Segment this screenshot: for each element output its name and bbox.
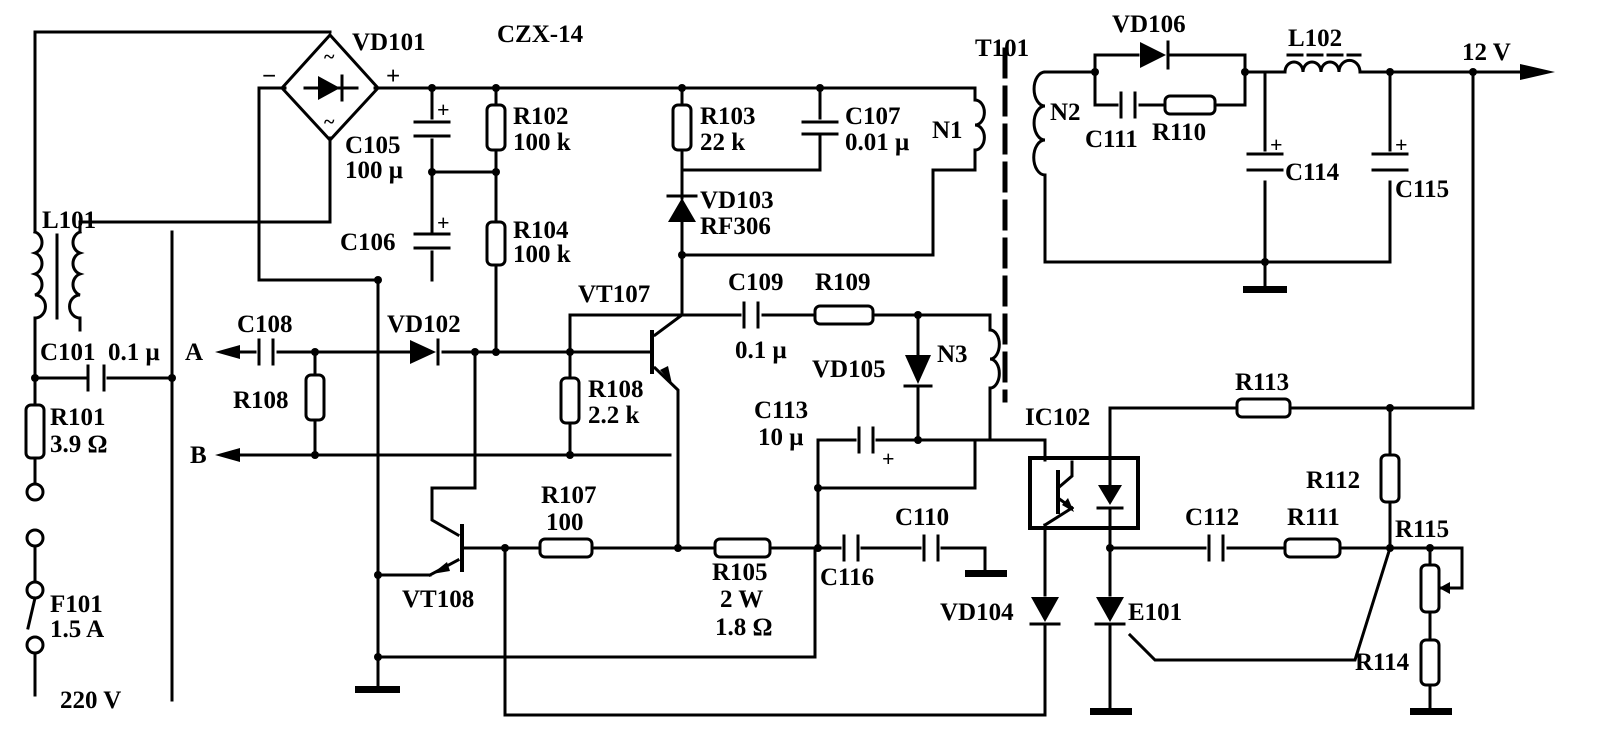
- choke-l101: [30, 230, 85, 320]
- label-c113-value: 10 μ: [758, 424, 803, 451]
- label-c113: C113: [754, 397, 808, 424]
- inductor-l102: [1283, 53, 1362, 74]
- diodes: [410, 40, 1170, 626]
- label-r103: R103: [700, 103, 756, 130]
- label-12v: 12 V: [1462, 39, 1511, 66]
- ground-symbols: [355, 286, 1452, 715]
- svg-text:+: +: [882, 446, 895, 471]
- fuse-terminals: [25, 482, 45, 655]
- label-r105-value2: 1.8 Ω: [715, 614, 773, 641]
- input-b-arrow: [215, 448, 240, 462]
- label-l101: L101: [42, 207, 96, 234]
- label-r104: R104: [513, 217, 569, 244]
- svg-text:+: +: [1270, 132, 1283, 157]
- capacitors: [86, 91, 1409, 562]
- label-c105-value: 100 μ: [345, 157, 403, 184]
- label-a: A: [185, 339, 203, 366]
- label-r108b: R108: [588, 376, 644, 403]
- label-r107: R107: [541, 482, 597, 509]
- label-c114: C114: [1285, 159, 1340, 186]
- label-vd101: VD101: [352, 29, 426, 56]
- label-vd105: VD105: [812, 356, 886, 383]
- label-r112: R112: [1306, 467, 1360, 494]
- label-r102-value: 100 k: [513, 129, 571, 156]
- bridge-rectifier-vd101: ~ ~: [279, 32, 381, 143]
- optocoupler-ic102: [1028, 456, 1140, 530]
- label-c101: C101: [40, 339, 96, 366]
- label-vt108: VT108: [402, 586, 474, 613]
- label-vd103-value: RF306: [700, 213, 771, 240]
- label-r105: R105: [712, 559, 768, 586]
- label-r102: R102: [513, 103, 569, 130]
- label-bridge-plus: +: [386, 63, 400, 90]
- fuse-f101: [26, 596, 37, 630]
- transformer-t101: [973, 47, 1047, 403]
- label-c109-value: 0.1 μ: [735, 337, 787, 364]
- transistor-vt107: [638, 330, 672, 384]
- label-r101-value: 3.9 Ω: [50, 431, 108, 458]
- label-r111: R111: [1287, 504, 1340, 531]
- input-a-arrow: [215, 345, 240, 359]
- label-c105: C105: [345, 132, 401, 159]
- svg-text:~: ~: [324, 46, 335, 68]
- label-l102: L102: [1288, 25, 1342, 52]
- label-t101: T101: [975, 35, 1029, 62]
- label-f101-value: 1.5 A: [50, 616, 104, 643]
- label-b: B: [190, 442, 207, 469]
- label-r105-value: 2 W: [720, 586, 763, 613]
- label-r113: R113: [1235, 369, 1289, 396]
- label-c101-value: 0.1 μ: [108, 339, 160, 366]
- label-c111: C111: [1085, 126, 1138, 153]
- label-r115: R115: [1395, 516, 1449, 543]
- label-e101: E101: [1128, 599, 1182, 626]
- label-r107-value: 100: [546, 509, 584, 536]
- label-r110: R110: [1152, 119, 1206, 146]
- label-c108: C108: [237, 311, 293, 338]
- label-r108b-value: 2.2 k: [588, 402, 640, 429]
- label-c116: C116: [820, 564, 874, 591]
- label-vd106: VD106: [1112, 11, 1186, 38]
- label-ic102: IC102: [1025, 404, 1090, 431]
- title: CZX-14: [497, 21, 584, 48]
- label-r109: R109: [815, 269, 871, 296]
- label-c109: C109: [728, 269, 784, 296]
- label-n1: N1: [932, 117, 963, 144]
- label-vd103: VD103: [700, 187, 774, 214]
- label-vd104: VD104: [940, 599, 1014, 626]
- component-labels: CZX-14 VD101 − + C105 100 μ C106 R102 10…: [40, 11, 1511, 714]
- label-c115: C115: [1395, 176, 1449, 203]
- label-r114: R114: [1355, 649, 1410, 676]
- resistors: [24, 94, 1450, 687]
- label-220v: 220 V: [60, 687, 121, 714]
- label-c112: C112: [1185, 504, 1239, 531]
- output-arrow: [1520, 64, 1555, 80]
- label-c106: C106: [340, 229, 396, 256]
- svg-text:+: +: [1395, 132, 1408, 157]
- label-r103-value: 22 k: [700, 129, 745, 156]
- cap-plus-marks: + + + + +: [437, 97, 1408, 471]
- label-c107-value: 0.01 μ: [845, 129, 909, 156]
- label-r108a: R108: [233, 387, 289, 414]
- label-bridge-minus: −: [262, 63, 276, 90]
- label-vd102: VD102: [387, 311, 461, 338]
- transistor-vt108: [432, 524, 474, 574]
- label-c107: C107: [845, 103, 901, 130]
- label-f101: F101: [50, 591, 103, 618]
- junction-dots: [31, 68, 1477, 661]
- svg-text:+: +: [437, 97, 450, 122]
- svg-text:~: ~: [324, 111, 335, 133]
- wires: [33, 30, 1532, 717]
- label-n2: N2: [1050, 99, 1081, 126]
- label-n3: N3: [937, 341, 968, 368]
- label-c110: C110: [895, 504, 949, 531]
- svg-text:+: +: [437, 210, 450, 235]
- label-r101: R101: [50, 404, 106, 431]
- label-r104-value: 100 k: [513, 241, 571, 268]
- label-vt107: VT107: [578, 281, 650, 308]
